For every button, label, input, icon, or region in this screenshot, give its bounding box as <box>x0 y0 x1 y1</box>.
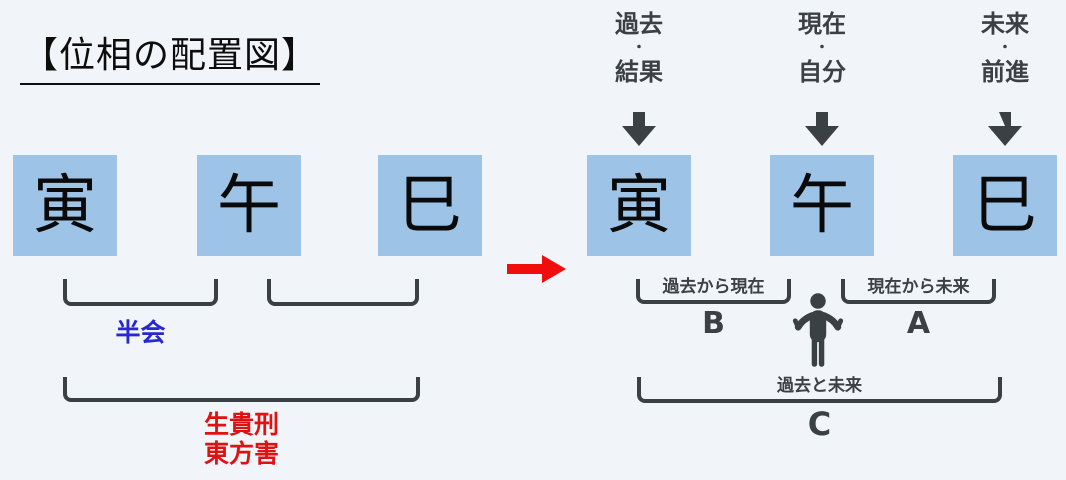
bracket-past-and-future: 過去と未来 <box>637 376 1002 403</box>
down-arrow-icon-present <box>770 112 874 150</box>
half-union-label: 半会 <box>115 318 166 347</box>
left-relation-label: 生貴刑 東方害 <box>63 410 420 468</box>
person-icon <box>792 293 844 367</box>
zodiac-box-left-mi: 巳 <box>378 155 482 256</box>
down-arrow-icon-future <box>953 112 1057 150</box>
top-label-present: 現在 ・ 自分 <box>770 10 874 87</box>
zodiac-box-left-uma: 午 <box>197 155 301 256</box>
bracket-half-union <box>63 279 218 306</box>
zodiac-box-left-tora: 寅 <box>13 155 117 256</box>
left-relation-line1: 生貴刑 <box>203 410 279 439</box>
zodiac-box-right-mi: 巳 <box>953 155 1057 256</box>
bracket-present-to-future-label: 現在から未来 <box>867 277 970 297</box>
page-title: 【位相の配置図】 <box>20 26 321 85</box>
top-label-past-line1: 過去 <box>615 10 663 38</box>
top-label-present-separator: ・ <box>815 40 829 56</box>
top-label-past-separator: ・ <box>632 40 646 56</box>
top-label-future-line2: 前進 <box>981 58 1029 86</box>
down-arrow-icon-past <box>587 112 691 150</box>
bracket-past-to-present-label: 過去から現在 <box>662 277 765 297</box>
bracket-past-to-present: 過去から現在 <box>636 277 791 304</box>
letter-c: C <box>807 405 832 443</box>
top-label-future-separator: ・ <box>998 40 1012 56</box>
red-right-arrow-icon <box>507 255 566 283</box>
top-label-future-line1: 未来 <box>981 10 1029 38</box>
zodiac-box-right-tora: 寅 <box>587 155 691 256</box>
top-label-future: 未来 ・ 前進 <box>953 10 1057 87</box>
top-label-present-line2: 自分 <box>798 58 846 86</box>
top-label-past: 過去 ・ 結果 <box>587 10 691 87</box>
bracket-present-to-future: 現在から未来 <box>841 277 996 304</box>
left-relation-line2: 東方害 <box>203 439 279 468</box>
top-label-present-line1: 現在 <box>798 10 846 38</box>
bracket-left-overall <box>63 377 420 402</box>
letter-a: A <box>906 306 931 341</box>
bracket-past-and-future-label: 過去と未来 <box>777 376 862 396</box>
letter-b: B <box>702 306 725 341</box>
bracket-uma-mi <box>267 279 419 306</box>
zodiac-box-right-uma: 午 <box>770 155 874 256</box>
top-label-past-line2: 結果 <box>615 58 663 86</box>
